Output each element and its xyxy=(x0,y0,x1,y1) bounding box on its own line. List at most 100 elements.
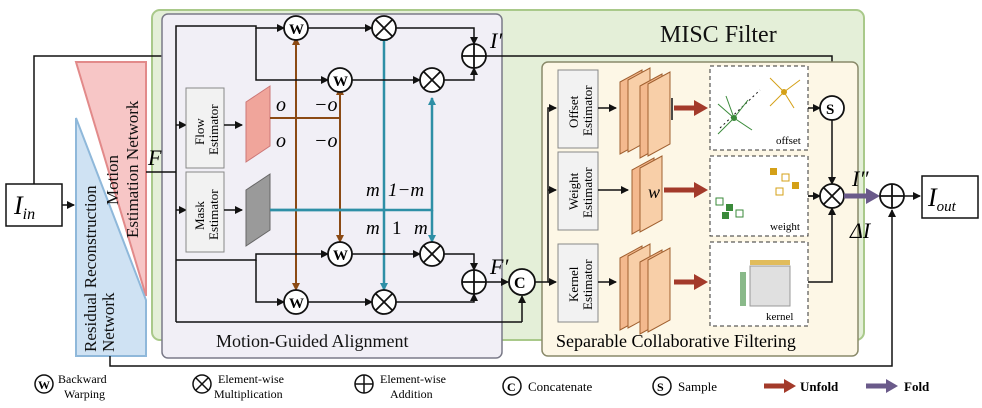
kernel-estimator xyxy=(557,243,599,323)
offset-estimator-label-1: Offset xyxy=(566,95,581,128)
svg-text:kernel: kernel xyxy=(766,311,793,323)
delta-i-label: ΔI xyxy=(849,218,872,243)
warp-op-3: W xyxy=(327,241,353,267)
m-top: m xyxy=(366,180,380,201)
add-op-i-prime xyxy=(461,43,487,69)
offset-estimator xyxy=(557,69,599,149)
flow-estimator xyxy=(185,87,225,169)
neg-o-top: −o xyxy=(314,94,338,116)
svg-text:Fold: Fold xyxy=(904,379,930,394)
unfold-arrow-offset xyxy=(674,100,708,116)
motion-guided-alignment-box xyxy=(161,13,503,359)
unfold-arrow-weight xyxy=(664,182,708,198)
offset-panel: offset xyxy=(709,65,809,151)
o-top: o xyxy=(276,94,286,116)
f-prime-label: F′ xyxy=(489,254,509,279)
svg-text:Multiplication: Multiplication xyxy=(214,387,283,401)
neg-o-bottom: −o xyxy=(314,130,338,152)
legend: W Backward Warping Element-wise Multipli… xyxy=(34,372,930,401)
weight-estimator xyxy=(557,151,599,231)
svg-text:C: C xyxy=(507,380,516,394)
svg-text:offset: offset xyxy=(776,135,801,147)
mask-estimator xyxy=(185,171,225,253)
svg-text:Concatenate: Concatenate xyxy=(528,379,592,394)
final-add-op xyxy=(879,183,905,209)
offset-estimator-label-2: Estimator xyxy=(580,85,595,136)
weight-feature-stack: w xyxy=(631,155,663,235)
scf-title: Separable Collaborative Filtering xyxy=(556,331,796,351)
unfold-arrow-kernel xyxy=(674,274,708,290)
misc-filter-title: MISC Filter xyxy=(660,22,777,48)
one-bottom: 1 xyxy=(392,218,402,239)
warp-op-2: W xyxy=(327,67,353,93)
svg-text:W: W xyxy=(289,296,304,312)
mask-estimator-label-1: Mask xyxy=(192,201,207,230)
warp-op-4: W xyxy=(283,289,309,315)
motion-estimation-label-2: Estimation Network xyxy=(123,100,142,238)
f-label: F xyxy=(147,145,162,170)
svg-text:S: S xyxy=(657,380,664,394)
i-prime-label: I′ xyxy=(489,28,503,53)
svg-text:W: W xyxy=(38,378,50,392)
mult-op-2 xyxy=(419,67,445,93)
svg-text:C: C xyxy=(514,275,526,292)
svg-text:S: S xyxy=(826,102,834,118)
svg-text:Unfold: Unfold xyxy=(800,379,839,394)
concat-op: C xyxy=(508,268,536,296)
svg-text:Warping: Warping xyxy=(64,387,105,401)
mask-estimator-label-2: Estimator xyxy=(206,189,221,240)
i-double-prime-label: I″ xyxy=(851,166,869,191)
svg-text:Backward: Backward xyxy=(58,372,107,386)
motion-estimation-network xyxy=(74,61,147,297)
legend-unfold: Unfold xyxy=(764,379,839,394)
weight-panel: weight xyxy=(709,155,809,237)
flow-estimator-label-2: Estimator xyxy=(206,104,221,155)
legend-sample: S Sample xyxy=(652,376,717,396)
svg-text:Sample: Sample xyxy=(678,379,717,394)
svg-text:weight: weight xyxy=(770,221,800,233)
residual-label-1: Residual Reconstruction xyxy=(81,185,100,352)
legend-element-add: Element-wise Addition xyxy=(354,372,446,401)
mult-op-3 xyxy=(419,241,445,267)
warp-op-1: W xyxy=(283,15,309,41)
add-op-f-prime xyxy=(461,269,487,295)
motion-estimation-label-1: Motion xyxy=(103,154,122,205)
kernel-panel: kernel xyxy=(709,241,809,327)
mult-op-1 xyxy=(371,15,397,41)
svg-text:Element-wise: Element-wise xyxy=(218,372,284,386)
legend-concatenate: C Concatenate xyxy=(502,376,592,396)
svg-text:W: W xyxy=(289,22,304,38)
legend-element-mult: Element-wise Multiplication xyxy=(192,372,284,401)
i-out-box xyxy=(921,175,979,219)
svg-text:Element-wise: Element-wise xyxy=(380,372,446,386)
svg-text:W: W xyxy=(333,248,348,264)
legend-fold: Fold xyxy=(866,379,930,394)
kernel-estimator-label-2: Estimator xyxy=(580,259,595,310)
flow-estimator-label-1: Flow xyxy=(192,118,207,145)
weight-estimator-label-2: Estimator xyxy=(580,167,595,218)
svg-text:Addition: Addition xyxy=(390,387,433,401)
m-bottom: m xyxy=(366,218,380,239)
mask-map xyxy=(245,173,271,247)
mga-title: Motion-Guided Alignment xyxy=(216,331,409,351)
flow-map xyxy=(245,85,271,163)
svg-text:W: W xyxy=(333,74,348,90)
weight-estimator-label-1: Weight xyxy=(566,172,581,210)
sample-op: S xyxy=(819,95,845,121)
final-mult-op xyxy=(819,183,845,209)
i-out-label: Iout xyxy=(927,183,957,215)
w-label: w xyxy=(648,182,660,202)
kernel-estimator-label-1: Kernel xyxy=(566,266,581,302)
kernel-feature-stack xyxy=(619,243,671,335)
o-bottom: o xyxy=(276,130,286,152)
residual-label-2: Network xyxy=(99,292,118,352)
legend-backward-warping: W Backward Warping xyxy=(34,372,107,401)
i-in-label: Iin xyxy=(13,191,35,223)
m-bottom-2: m xyxy=(414,218,428,239)
residual-reconstruction-network xyxy=(75,117,147,357)
fold-arrow xyxy=(844,188,880,204)
one-minus-m-top: 1−m xyxy=(388,180,424,201)
mult-op-4 xyxy=(371,289,397,315)
